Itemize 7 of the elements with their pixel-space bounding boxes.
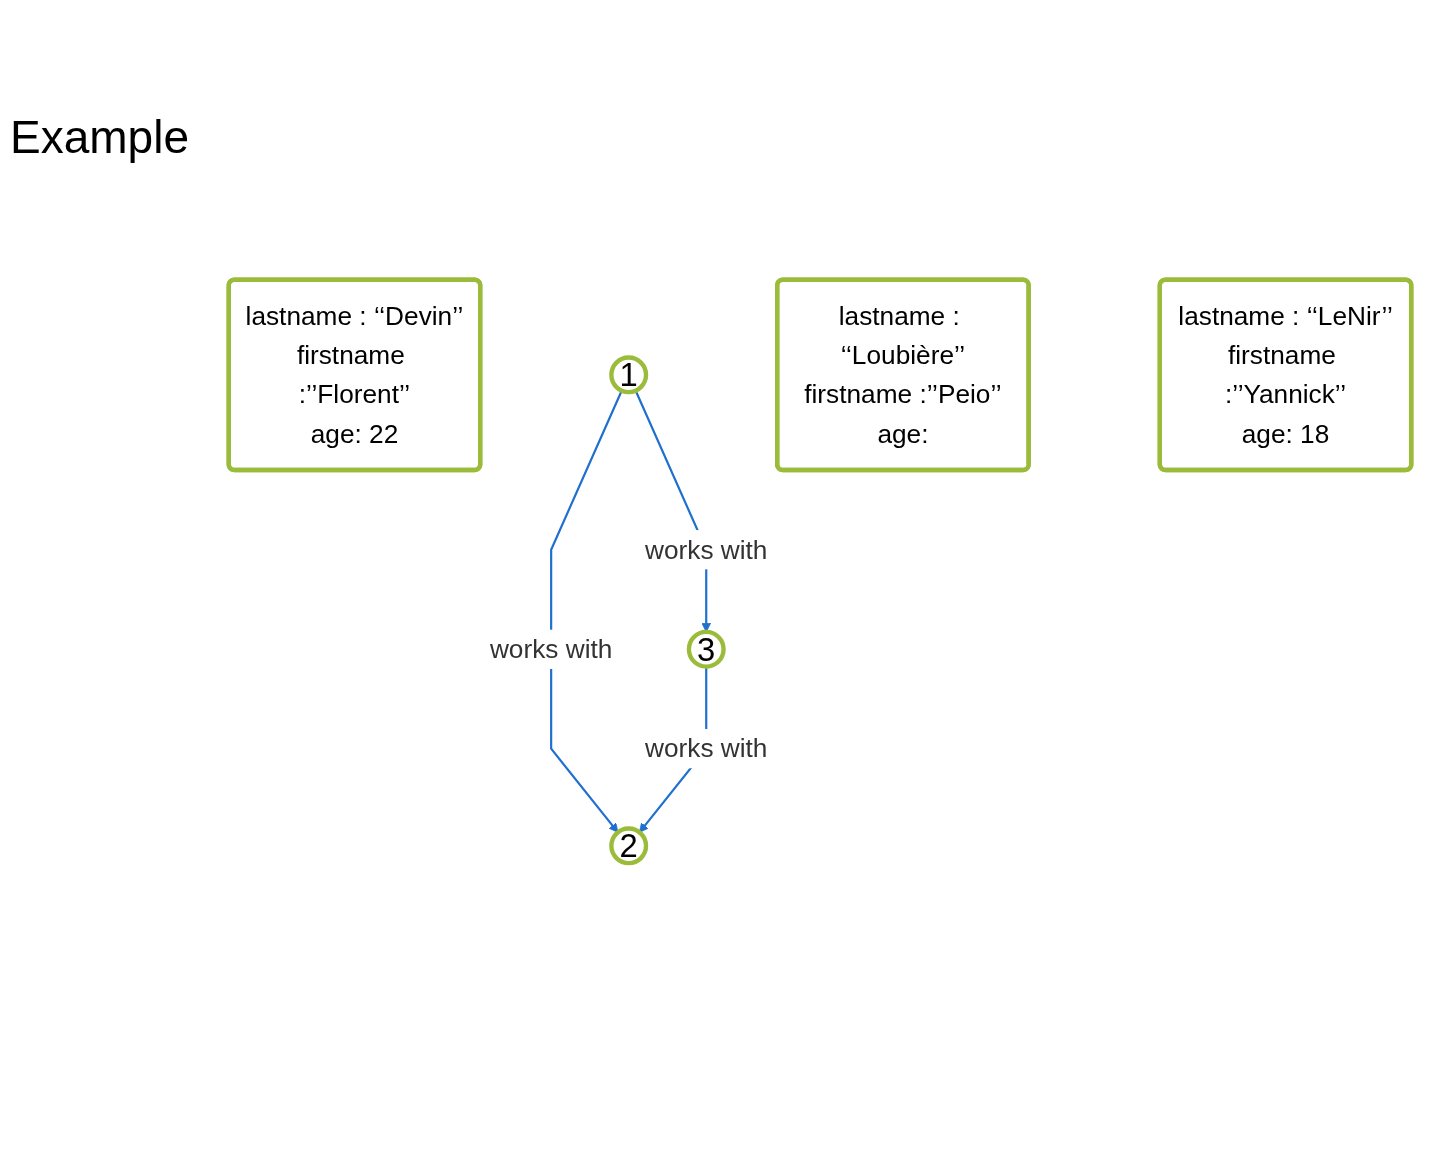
node-circle: 3: [686, 629, 726, 669]
node-circle: 1: [609, 355, 649, 395]
edge-label: works with: [645, 733, 768, 763]
diagram-title: Example: [10, 110, 189, 164]
edge-label: works with: [489, 633, 613, 664]
node-circle: 2: [609, 826, 649, 866]
edge-label: works with: [645, 534, 768, 564]
